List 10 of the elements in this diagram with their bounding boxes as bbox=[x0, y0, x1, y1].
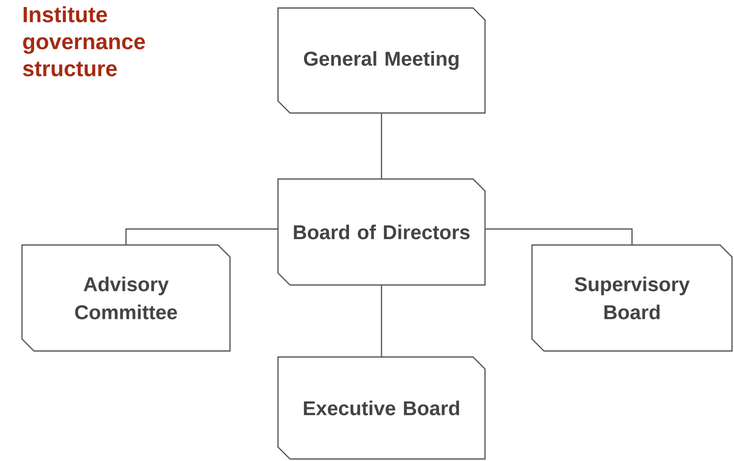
org-box: Advisory Committee bbox=[21, 244, 231, 352]
title: Institute governance structure bbox=[22, 6, 145, 76]
connector-line bbox=[125, 228, 278, 245]
org-box: Board of Directors bbox=[277, 178, 486, 286]
org-box: Executive Board bbox=[277, 356, 486, 460]
connector-line bbox=[485, 228, 633, 245]
org-box: Supervisory Board bbox=[531, 244, 733, 352]
org-box: General Meeting bbox=[277, 7, 486, 114]
connector-line bbox=[380, 285, 382, 357]
connector-line bbox=[380, 113, 382, 179]
